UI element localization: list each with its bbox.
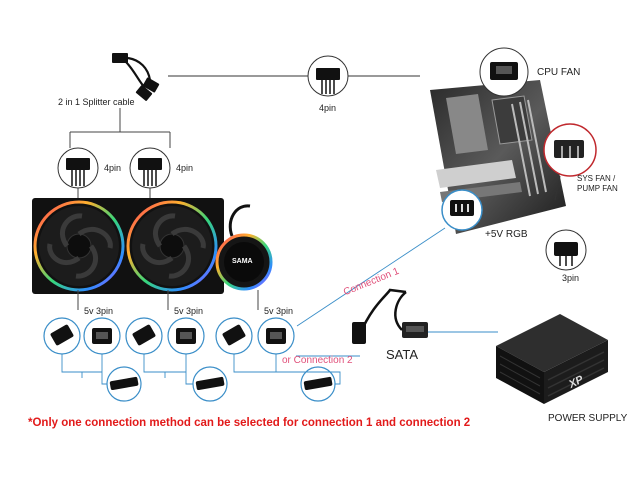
cpu-fan-label: CPU FAN	[537, 67, 581, 78]
connector-icon-rgb-header	[441, 189, 483, 231]
connector-icon	[215, 317, 253, 355]
sata-cable-icon	[352, 288, 428, 344]
splitter-cable-icon	[112, 53, 160, 101]
connector-icon	[125, 317, 163, 355]
fan-icon	[33, 200, 125, 292]
connection2-label: or Connection 2	[282, 355, 353, 366]
rgb-connector-row	[43, 317, 295, 355]
pump-icon	[215, 204, 273, 291]
four-pin-top-label: 4pin	[319, 103, 337, 113]
rgb-3pin-label-a: 5v 3pin	[84, 306, 114, 316]
four-pin-right-label: 4pin	[176, 163, 194, 173]
rgb-3pin-label-b: 5v 3pin	[174, 306, 204, 316]
sys-fan-label-line2: PUMP FAN	[577, 184, 618, 193]
connector-icon	[43, 317, 81, 355]
pump-logo-text: SAMA	[232, 258, 253, 265]
sata-label: SATA	[386, 347, 419, 362]
radiator-fans	[32, 198, 224, 294]
connector-icon-3pin-fan	[545, 229, 587, 271]
sys-fan-label-line1: SYS FAN /	[577, 174, 616, 183]
connector-icon-4pin-left	[57, 147, 99, 189]
connector-icon-cpu-fan	[479, 47, 529, 97]
warning-note: *Only one connection method can be selec…	[28, 417, 471, 429]
connector-icon	[83, 317, 121, 355]
connector-icon-cable-b	[192, 366, 228, 402]
connector-icon-cable-a	[106, 366, 142, 402]
splitter-label: 2 in 1 Splitter cable	[58, 97, 135, 107]
fan-icon	[126, 200, 218, 292]
connector-icon-4pin-right	[129, 147, 171, 189]
rgb-5v-label: +5V RGB	[485, 229, 528, 240]
connector-icon-sys-fan	[543, 123, 597, 177]
three-pin-mb-label: 3pin	[562, 273, 580, 283]
connector-icon	[167, 317, 205, 355]
rgb-3pin-label-c: 5v 3pin	[264, 306, 294, 316]
psu-label: POWER SUPPLY	[548, 413, 628, 424]
four-pin-left-label: 4pin	[104, 163, 122, 173]
psu-icon	[496, 314, 608, 404]
connector-icon-cable-c	[300, 366, 336, 402]
connector-icon	[257, 317, 295, 355]
connector-icon-4pin-top	[307, 55, 349, 97]
